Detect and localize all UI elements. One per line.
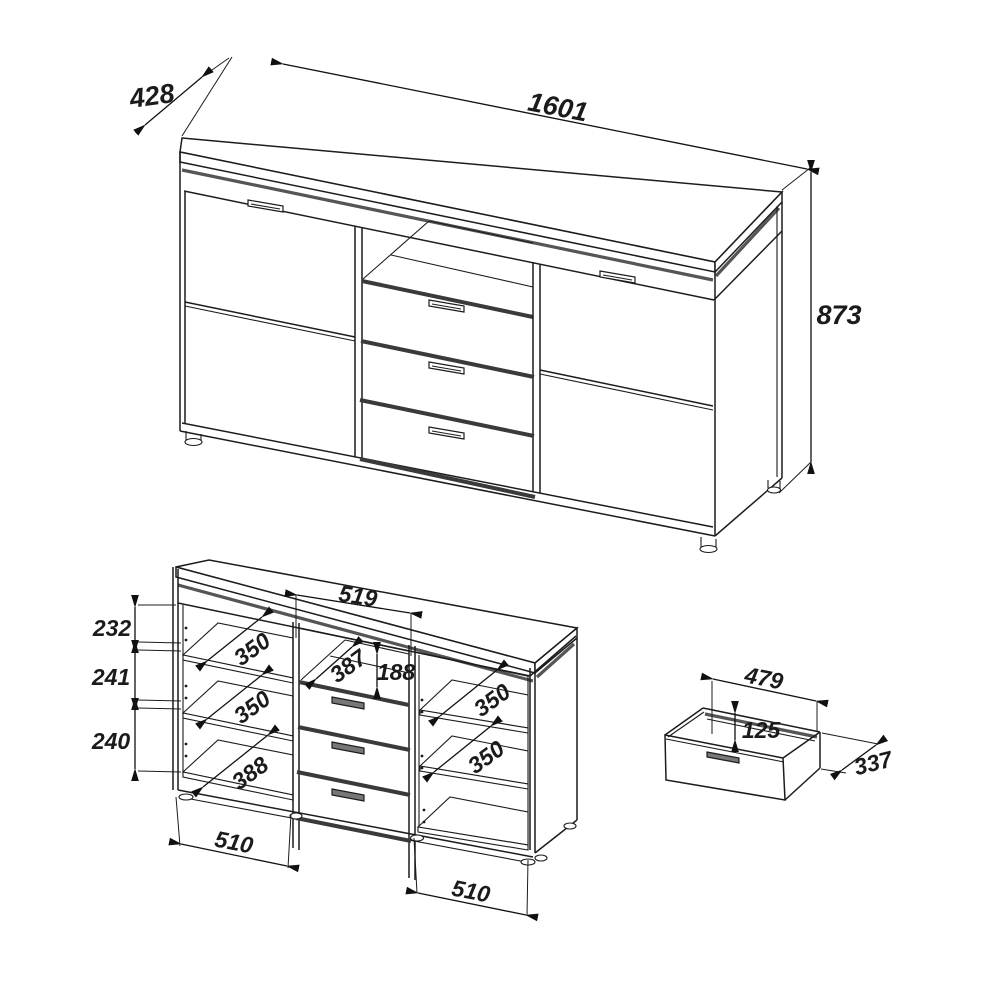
fv-center-tower: 387 188: [292, 622, 416, 880]
drawer-left-rim: [664, 707, 704, 736]
dim-niche-height-label: 188: [377, 659, 416, 685]
fv-left-compartment: 350 350 388: [181, 605, 294, 801]
fv-drawer3-handle: [331, 788, 365, 802]
drawer-bottom-right-edge: [784, 767, 821, 801]
fv-frame-bottom-side: [529, 635, 577, 677]
cabinet-top-face: [179, 137, 784, 263]
fv-drawer2-handle: [331, 741, 365, 755]
perspective-dimensions: 428 1601 873: [127, 56, 862, 494]
base-edge: [179, 430, 716, 537]
dim-cabinet-height-label: 873: [816, 300, 861, 330]
cabinet-feet: [184, 431, 782, 554]
dim-cabinet-width-label: 1601: [526, 87, 591, 128]
dim-drawer-depth-label: 337: [851, 745, 896, 780]
fv-height-dimensions: 232 241 240: [91, 594, 182, 782]
drawer-front-panel: [664, 734, 786, 801]
dim-lower-section-label: 240: [91, 728, 131, 754]
fv-right-compartment: 350 350: [414, 638, 578, 854]
drawer-detail-view: 479 125 337: [664, 661, 896, 801]
drawer-dimensions: 479 125 337: [700, 661, 896, 781]
drawer-right-rim: [782, 731, 821, 759]
perspective-view: 428 1601 873: [127, 56, 862, 554]
right-door[interactable]: [539, 264, 714, 493]
dim-center-width-label: 519: [337, 580, 379, 612]
fv-base-line: [177, 789, 534, 858]
dim-cabinet-depth-label: 428: [127, 78, 177, 114]
top-shadow-band-side: [714, 206, 781, 278]
center-drawers[interactable]: [359, 262, 536, 499]
dim-right-door-width-label: 510: [450, 875, 493, 908]
drawer-back-rim: [702, 707, 821, 733]
fv-drawer1-handle: [331, 696, 365, 710]
frame-band-bottom-side: [713, 230, 783, 301]
drawer-detail-handle: [706, 751, 740, 764]
dim-niche-depth-label: 387: [325, 643, 372, 687]
front-cutaway-view: 350 350 388 387 188: [91, 559, 579, 922]
open-niche: [361, 220, 534, 459]
fv-width-dimensions: 519 510 510: [168, 580, 539, 922]
dim-upper-section-label: 232: [92, 615, 132, 641]
dim-drawer-inner-height-label: 125: [742, 717, 782, 743]
dim-drawer-width-label: 479: [742, 661, 786, 694]
door-bottom-line: [181, 422, 714, 528]
dim-left-door-width-label: 510: [213, 826, 256, 859]
fv-shadow-band-side: [535, 642, 576, 679]
dim-middle-section-label: 241: [91, 664, 130, 690]
left-door[interactable]: [184, 192, 356, 457]
